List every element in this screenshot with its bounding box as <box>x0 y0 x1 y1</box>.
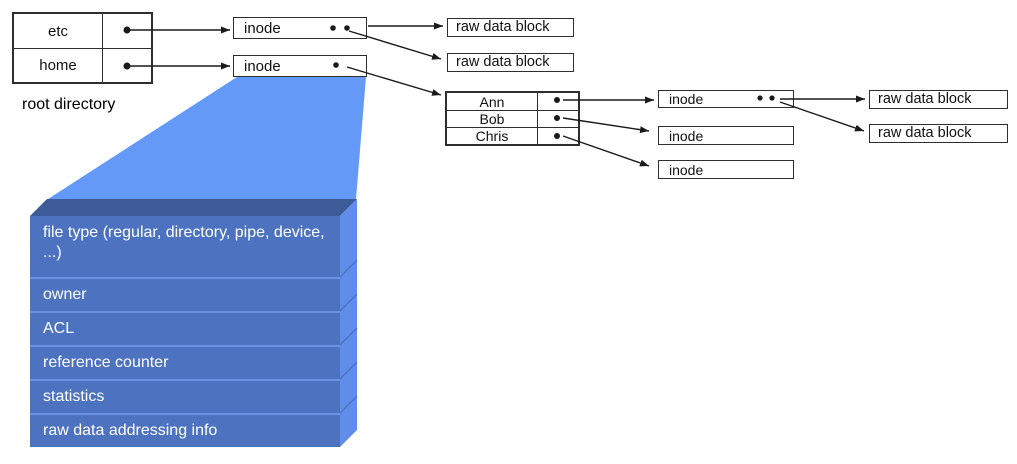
inode-box-etc: inode <box>233 17 367 39</box>
inode-field: owner <box>30 277 340 311</box>
inode-label: inode <box>669 127 704 144</box>
root-directory-caption: root directory <box>22 96 116 113</box>
inode-label: inode <box>244 19 281 37</box>
inode-label: inode <box>244 57 281 75</box>
raw-data-block-box: raw data block <box>447 53 574 72</box>
inode-box-bob: inode <box>658 126 794 145</box>
inode-field: reference counter <box>30 345 340 379</box>
root-directory-table: etc home <box>12 12 153 84</box>
raw-data-block-label: raw data block <box>878 125 972 142</box>
user-entry-name: Chris <box>447 127 537 144</box>
inode-field: file type (regular, directory, pipe, dev… <box>43 224 325 261</box>
stack-side-separator <box>339 327 358 346</box>
inode-box-ann: inode <box>658 90 794 108</box>
raw-data-block-label: raw data block <box>456 54 550 71</box>
root-entry-name: home <box>14 48 102 82</box>
inode-field: ACL <box>30 311 340 345</box>
user-entry-name: Bob <box>447 110 537 127</box>
stack-side-separator <box>339 395 358 414</box>
user-entry-pointer-cell <box>537 110 578 127</box>
root-entry-pointer-cell <box>102 14 151 48</box>
raw-data-block-label: raw data block <box>878 91 972 108</box>
user-entry-pointer-cell <box>537 127 578 144</box>
raw-data-block-box: raw data block <box>869 124 1008 143</box>
inode-label: inode <box>669 91 704 107</box>
root-entry-pointer-cell <box>102 48 151 82</box>
inode-label: inode <box>669 161 704 178</box>
inode-box-home: inode <box>233 55 367 77</box>
stack-side-separator <box>339 361 358 380</box>
inode-field: raw data addressing info <box>30 413 340 447</box>
inode-structure-stack: file type (regular, directory, pipe, dev… <box>30 216 340 447</box>
raw-data-block-label: raw data block <box>456 19 550 36</box>
stack-side-face <box>340 199 357 447</box>
raw-data-block-box: raw data block <box>447 18 574 37</box>
stack-side-separator <box>339 293 358 312</box>
root-entry-name: etc <box>14 14 102 48</box>
raw-data-block-box: raw data block <box>869 90 1008 109</box>
inode-field: statistics <box>30 379 340 413</box>
stack-side-separator <box>339 259 358 278</box>
home-directory-table: Ann Bob Chris <box>445 91 580 146</box>
user-entry-name: Ann <box>447 93 537 110</box>
user-entry-pointer-cell <box>537 93 578 110</box>
inode-box-chris: inode <box>658 160 794 179</box>
stack-top-face <box>30 199 357 216</box>
